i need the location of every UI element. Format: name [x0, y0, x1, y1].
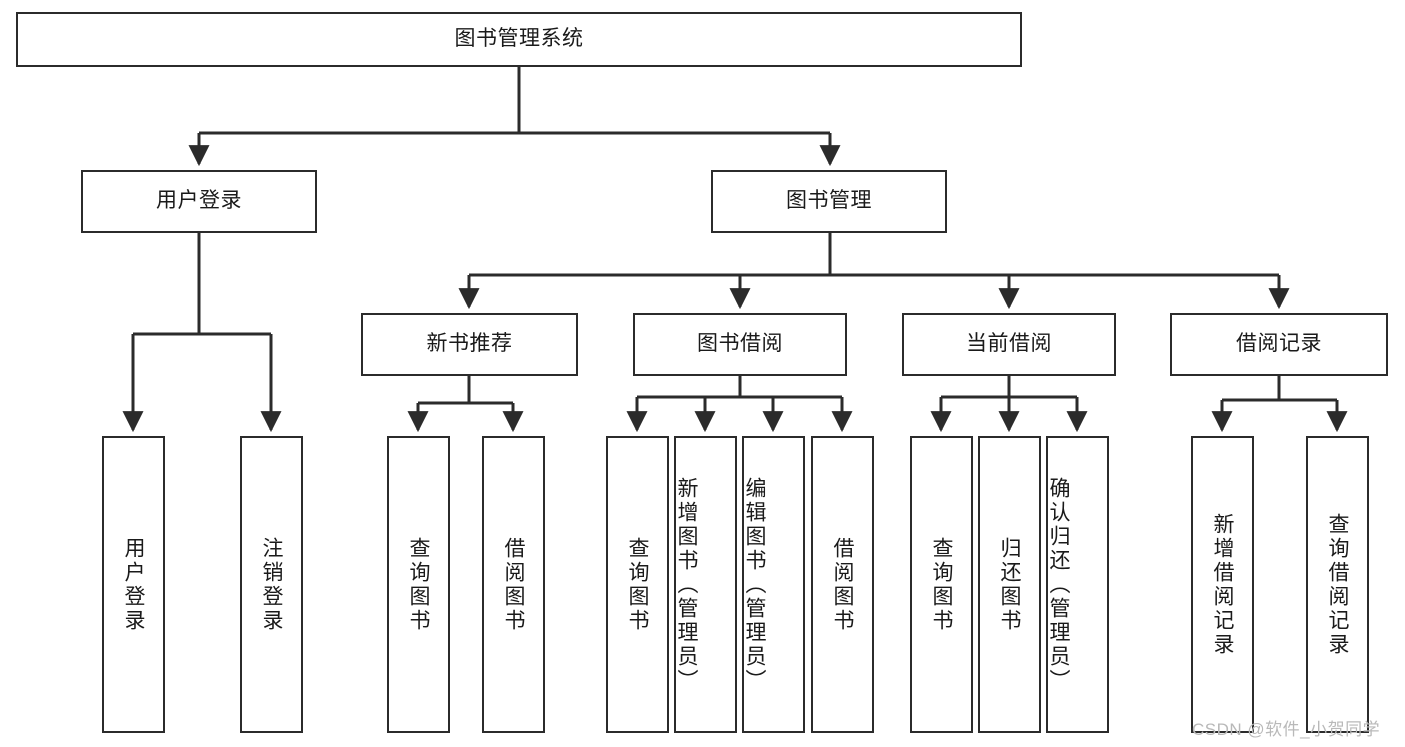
node-label: 借阅图书 — [831, 536, 854, 633]
node-label: 图书管理系统 — [454, 27, 584, 51]
node-label: 编辑图书（管理员） — [743, 476, 766, 693]
node-book-borrow[interactable]: 图书借阅 — [633, 313, 847, 376]
node-label: 借阅图书 — [502, 536, 525, 633]
leaf-add-borrow-record[interactable]: 新增借阅记录 — [1191, 436, 1254, 733]
node-label: 查询图书 — [407, 536, 430, 633]
node-label: 注销登录 — [260, 536, 283, 633]
leaf-user-login[interactable]: 用户登录 — [102, 436, 165, 733]
node-book-management[interactable]: 图书管理 — [711, 170, 947, 233]
node-label: 图书借阅 — [697, 332, 783, 356]
node-label: 查询借阅记录 — [1326, 512, 1349, 657]
csdn-watermark: CSDN @软件_小贺同学 — [1192, 715, 1380, 740]
leaf-return-book[interactable]: 归还图书 — [978, 436, 1041, 733]
node-label: 查询图书 — [626, 536, 649, 633]
leaf-logout[interactable]: 注销登录 — [240, 436, 303, 733]
leaf-query-book-borrow[interactable]: 查询图书 — [606, 436, 669, 733]
node-label: 用户登录 — [156, 189, 242, 213]
leaf-query-borrow-record[interactable]: 查询借阅记录 — [1306, 436, 1369, 733]
node-label: 新增图书（管理员） — [675, 476, 698, 693]
node-label: 新书推荐 — [426, 332, 513, 356]
watermark-text: CSDN @软件_小贺同学 — [1192, 720, 1381, 739]
node-root-system[interactable]: 图书管理系统 — [16, 12, 1022, 67]
node-label: 查询图书 — [930, 536, 953, 633]
node-user-login[interactable]: 用户登录 — [81, 170, 317, 233]
node-label: 归还图书 — [998, 536, 1021, 633]
node-borrow-records[interactable]: 借阅记录 — [1170, 313, 1388, 376]
leaf-add-book-admin[interactable]: 新增图书（管理员） — [674, 436, 737, 733]
node-label: 当前借阅 — [966, 332, 1052, 356]
leaf-edit-book-admin[interactable]: 编辑图书（管理员） — [742, 436, 805, 733]
leaf-borrow-book-recommend[interactable]: 借阅图书 — [482, 436, 545, 733]
node-new-book-recommendation[interactable]: 新书推荐 — [361, 313, 578, 376]
leaf-confirm-return-admin[interactable]: 确认归还（管理员） — [1046, 436, 1109, 733]
node-current-borrow[interactable]: 当前借阅 — [902, 313, 1116, 376]
node-label: 确认归还（管理员） — [1047, 476, 1070, 693]
node-label: 借阅记录 — [1236, 332, 1322, 356]
node-label: 用户登录 — [122, 536, 145, 633]
node-label: 新增借阅记录 — [1211, 512, 1234, 657]
leaf-query-book-recommend[interactable]: 查询图书 — [387, 436, 450, 733]
leaf-borrow-book[interactable]: 借阅图书 — [811, 436, 874, 733]
leaf-query-book-current[interactable]: 查询图书 — [910, 436, 973, 733]
node-label: 图书管理 — [786, 189, 872, 213]
